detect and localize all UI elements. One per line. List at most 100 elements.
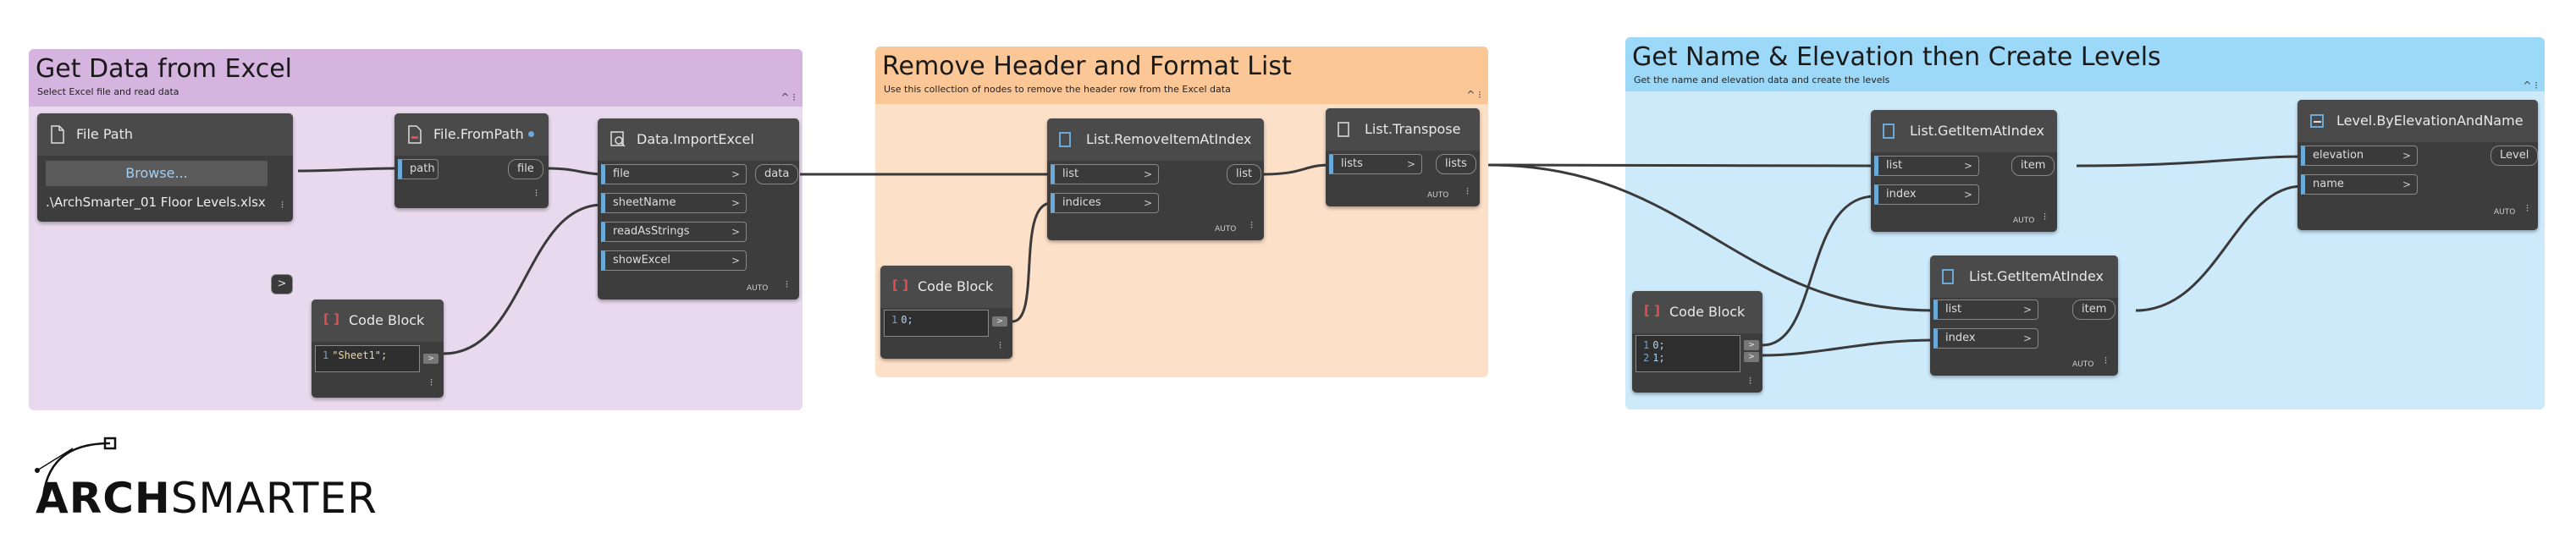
node-title: List.GetItemAtIndex: [1910, 123, 2044, 139]
line-number: 1: [891, 314, 898, 326]
group-title: Get Data from Excel: [36, 54, 292, 84]
port-label: list: [1886, 159, 1903, 172]
code-block-icon: [ ]: [1644, 303, 1660, 318]
node-header[interactable]: [1930, 256, 2118, 298]
node-menu-icon[interactable]: ⁝: [429, 376, 433, 388]
logo-mark-icon: [35, 437, 117, 512]
node-header[interactable]: [598, 118, 799, 161]
input-port-showexcel[interactable]: showExcel>: [601, 250, 747, 271]
node-level-by-elevation-and-name[interactable]: Level.ByElevationAndName elevation> name…: [2297, 100, 2539, 230]
node-title: List.GetItemAtIndex: [1969, 268, 2104, 284]
port-label: list: [1945, 303, 1962, 316]
logo-text-bold: ARCH: [36, 474, 171, 523]
group-title: Remove Header and Format List: [882, 52, 1292, 81]
node-menu-icon[interactable]: ⁝: [280, 199, 284, 211]
port-label: indices: [1062, 196, 1101, 209]
node-header[interactable]: [1047, 118, 1264, 161]
line-number: 1: [323, 349, 329, 361]
node-title: List.Transpose: [1365, 121, 1461, 137]
port-label: list: [1062, 168, 1079, 180]
lacing-label: AUTO: [747, 284, 769, 293]
node-file-path[interactable]: File Path Browse... .\ArchSmarter_01 Flo…: [37, 113, 293, 294]
node-list-transpose[interactable]: List.Transpose lists> lists AUTO ⁝: [1326, 108, 1480, 206]
node-data-import-excel[interactable]: Data.ImportExcel file> sheetName> readAs…: [598, 118, 799, 299]
node-title: File Path: [76, 126, 134, 142]
collapse-chevron-icon[interactable]: ^ ⁝: [781, 91, 796, 103]
node-menu-icon[interactable]: ⁝: [1748, 375, 1752, 387]
input-port-indices[interactable]: indices>: [1051, 193, 1159, 213]
output-port-item[interactable]: item: [2072, 299, 2116, 320]
node-code-block-sheet[interactable]: [ ] Code Block 1"Sheet1"; > ⁝: [312, 299, 444, 398]
level-icon: [2310, 114, 2324, 128]
input-port-readasstrings[interactable]: readAsStrings>: [601, 222, 747, 242]
group-header[interactable]: [875, 47, 1488, 104]
input-port-elevation[interactable]: elevation>: [2301, 146, 2418, 166]
input-port-list[interactable]: list>: [1933, 299, 2038, 320]
input-port-index[interactable]: index>: [1874, 184, 1979, 205]
port-label: lists: [1341, 157, 1363, 170]
browse-button[interactable]: Browse...: [46, 161, 268, 186]
node-menu-icon[interactable]: ⁝: [2525, 202, 2529, 214]
logo-text-light: SMARTER: [170, 474, 378, 523]
port-label: name: [2313, 178, 2344, 190]
node-menu-icon[interactable]: ⁝: [785, 278, 789, 290]
collapse-chevron-icon[interactable]: ^ ⁝: [1466, 89, 1481, 101]
input-port-list[interactable]: list >: [1874, 156, 1979, 176]
node-header[interactable]: [1326, 108, 1480, 151]
group-header[interactable]: [29, 49, 803, 107]
input-port-sheetname[interactable]: sheetName>: [601, 193, 747, 213]
output-port-lists[interactable]: lists: [1436, 154, 1476, 174]
node-list-remove-item-at-index[interactable]: List.RemoveItemAtIndex list> indices> li…: [1047, 118, 1264, 240]
group-header[interactable]: [1625, 37, 2545, 91]
node-list-get-item-at-index-1[interactable]: List.GetItemAtIndex list> index> item AU…: [1871, 110, 2057, 232]
output-port-level[interactable]: Level: [2491, 146, 2539, 166]
list-icon: [1942, 269, 1954, 284]
node-menu-icon[interactable]: ⁝: [1465, 185, 1470, 197]
node-header[interactable]: [37, 113, 293, 156]
status-dot-icon: [528, 131, 534, 137]
node-header[interactable]: [2297, 100, 2538, 142]
arrow-icon: >: [1963, 160, 1972, 172]
code-editor[interactable]: 1"Sheet1";: [315, 345, 420, 372]
node-header[interactable]: [1632, 291, 1762, 333]
node-header[interactable]: [880, 266, 1012, 308]
output-port-item[interactable]: item: [2011, 156, 2055, 176]
node-header[interactable]: [1871, 110, 2057, 152]
output-port-2[interactable]: >: [1744, 352, 1759, 362]
output-port-1[interactable]: >: [1744, 340, 1759, 350]
node-header[interactable]: [312, 299, 444, 342]
output-port-file[interactable]: file: [508, 159, 543, 179]
node-menu-icon[interactable]: ⁝: [2043, 211, 2047, 223]
output-port[interactable]: >: [423, 354, 439, 364]
port-label: index: [1945, 332, 1976, 344]
collapse-chevron-icon[interactable]: ^ ⁝: [2523, 80, 2538, 91]
input-port-path[interactable]: path: [398, 159, 439, 179]
input-port-lists[interactable]: lists>: [1329, 154, 1422, 174]
input-port-index[interactable]: index>: [1933, 328, 2038, 349]
output-port-data[interactable]: data: [755, 164, 799, 184]
input-port-list[interactable]: list>: [1051, 164, 1159, 184]
node-menu-icon[interactable]: ⁝: [2104, 354, 2108, 366]
node-menu-icon[interactable]: ⁝: [1249, 219, 1254, 231]
output-port[interactable]: >: [992, 316, 1007, 327]
node-title: File.FromPath: [433, 126, 524, 142]
node-list-get-item-at-index-2[interactable]: List.GetItemAtIndex list> index> item AU…: [1930, 256, 2118, 376]
code-line: 1;: [1652, 352, 1665, 364]
list-icon: [1883, 124, 1895, 139]
node-menu-icon[interactable]: ⁝: [998, 339, 1002, 351]
node-menu-icon[interactable]: ⁝: [534, 187, 538, 199]
port-label: index: [1886, 188, 1917, 201]
file-icon: [51, 125, 64, 144]
node-file-from-path[interactable]: File.FromPath path file ⁝: [394, 113, 549, 208]
input-port-file[interactable]: file>: [601, 164, 747, 184]
output-port-list[interactable]: list: [1227, 164, 1262, 184]
output-port[interactable]: >: [271, 274, 293, 294]
code-line: 0;: [901, 314, 913, 326]
input-port-name[interactable]: name>: [2301, 174, 2418, 195]
